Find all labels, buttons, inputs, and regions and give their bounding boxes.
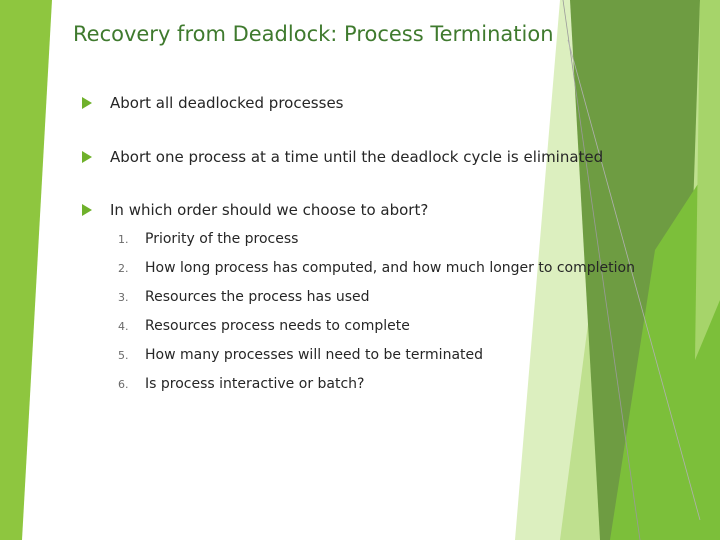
sub-list-item: 6. Is process interactive or batch? bbox=[118, 373, 708, 395]
slide-title: Recovery from Deadlock: Process Terminat… bbox=[73, 22, 554, 46]
sub-item-text: Is process interactive or batch? bbox=[145, 376, 365, 392]
sub-list-item: 1. Priority of the process bbox=[118, 228, 708, 250]
sub-item-text: Priority of the process bbox=[145, 231, 299, 247]
sub-item-number: 5. bbox=[118, 348, 129, 362]
bullet-text: Abort all deadlocked processes bbox=[110, 94, 344, 112]
arrow-bullet-icon bbox=[82, 204, 92, 216]
bullet-item: In which order should we choose to abort… bbox=[82, 195, 702, 225]
sub-item-number: 3. bbox=[118, 290, 129, 304]
sub-item-text: Resources the process has used bbox=[145, 289, 370, 305]
sub-item-number: 6. bbox=[118, 377, 129, 391]
sub-item-number: 4. bbox=[118, 319, 129, 333]
sub-item-text: Resources process needs to complete bbox=[145, 318, 410, 334]
sub-list-item: 2. How long process has computed, and ho… bbox=[118, 257, 708, 279]
sub-item-number: 1. bbox=[118, 232, 129, 246]
bullet-text: Abort one process at a time until the de… bbox=[110, 148, 604, 166]
arrow-bullet-icon bbox=[82, 97, 92, 109]
decor-line-1 bbox=[562, 0, 641, 540]
sub-list-item: 5. How many processes will need to be te… bbox=[118, 344, 708, 366]
sub-list-item: 4. Resources process needs to complete bbox=[118, 315, 708, 337]
arrow-bullet-icon bbox=[82, 151, 92, 163]
bullet-text: In which order should we choose to abort… bbox=[110, 201, 429, 219]
sub-list-item: 3. Resources the process has used bbox=[118, 286, 708, 308]
right-pale-shape bbox=[695, 0, 720, 360]
bullet-item: Abort one process at a time until the de… bbox=[82, 142, 702, 172]
sub-item-text: How many processes will need to be termi… bbox=[145, 347, 484, 363]
bullet-item: Abort all deadlocked processes bbox=[82, 88, 702, 118]
decor-line-2 bbox=[567, 39, 701, 521]
right-bright-shape bbox=[610, 150, 720, 540]
sub-item-text: How long process has computed, and how m… bbox=[145, 260, 635, 276]
left-green-strip bbox=[0, 0, 52, 540]
sub-item-number: 2. bbox=[118, 261, 129, 275]
